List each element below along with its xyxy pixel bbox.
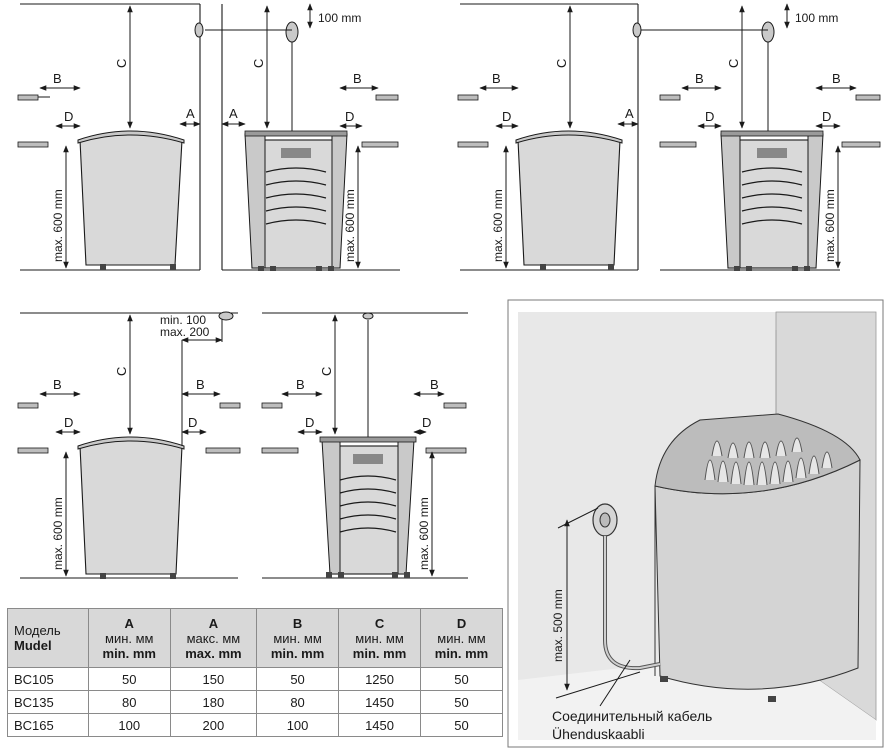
header-et: max. mm (185, 645, 242, 661)
dim-max500-label: max. 500 mm (551, 589, 565, 662)
header-ru: мин. мм (355, 630, 404, 646)
table-row: BC105 50 150 50 1250 50 (7, 667, 503, 691)
cell-a-min: 80 (87, 690, 171, 714)
dim-c-label: C (319, 367, 334, 376)
cell-a-min: 100 (87, 713, 171, 737)
header-et: min. mm (434, 645, 489, 661)
header-a-max: A макс. мм max. mm (169, 608, 258, 668)
dim-c-label: C (114, 367, 129, 376)
cell-a-max: 150 (169, 667, 258, 691)
cell-d-min: 50 (420, 667, 503, 691)
header-letter: B (292, 615, 303, 631)
header-d-min: D мин. мм min. mm (420, 608, 503, 668)
dim-min100-label: min. 100 (160, 313, 206, 327)
dim-d-label: D (188, 415, 197, 430)
dim-b-label: B (296, 377, 305, 392)
panel-wall-mount-left: C C 100 mm B D A A B D max. 600 mm max. … (17, 3, 400, 271)
perspective-illustration: max. 500 mm (507, 299, 884, 748)
cell-c-min: 1450 (338, 713, 422, 737)
dim-d-label: D (422, 415, 431, 430)
panel-corner-right: C C 100 mm B D A B D B D max. 600 mm max… (457, 3, 881, 271)
dim-a-label: A (625, 106, 634, 121)
cell-model: BC165 (7, 713, 89, 737)
header-ru: мин. мм (273, 630, 322, 646)
header-letter: D (456, 615, 467, 631)
dim-d-label: D (64, 109, 73, 124)
dim-100mm-label: 100 mm (795, 11, 838, 25)
dim-a-label: A (229, 106, 238, 121)
header-et: min. mm (270, 645, 325, 661)
header-b-min: B мин. мм min. mm (256, 608, 340, 668)
cell-model: BC135 (7, 690, 89, 714)
dim-b-label: B (492, 71, 501, 86)
dim-d-label: D (705, 109, 714, 124)
dim-c-label: C (726, 59, 741, 68)
dim-c-label: C (251, 59, 266, 68)
dim-b-label: B (353, 71, 362, 86)
header-ru: мин. мм (105, 630, 154, 646)
dim-b-label: B (695, 71, 704, 86)
dim-b-label: B (832, 71, 841, 86)
header-model-ru: Модель (14, 623, 61, 638)
dim-max600-label: max. 600 mm (823, 189, 837, 262)
dim-d-label: D (345, 109, 354, 124)
header-et: min. mm (352, 645, 407, 661)
header-ru: мин. мм (437, 630, 486, 646)
dim-a-label: A (186, 106, 195, 121)
dim-max600-label: max. 600 mm (343, 189, 357, 262)
cell-b-min: 50 (256, 667, 340, 691)
cable-caption-ru: Соединительный кабель (552, 708, 713, 724)
table-row: BC165 100 200 100 1450 50 (7, 713, 503, 737)
panel-freestanding: min. 100 max. 200 C C B D B D B D B D ma… (17, 311, 468, 579)
dim-100mm-label: 100 mm (318, 11, 361, 25)
header-a-min: A мин. мм min. mm (87, 608, 171, 668)
header-ru: макс. мм (186, 630, 241, 646)
header-model: Модель Mudel (7, 608, 89, 668)
cell-b-min: 100 (256, 713, 340, 737)
dim-b-label: B (196, 377, 205, 392)
cell-d-min: 50 (420, 690, 503, 714)
dim-b-label: B (53, 377, 62, 392)
dim-max600-label: max. 600 mm (491, 189, 505, 262)
table-header-row: Модель Mudel A мин. мм min. mm A макс. м… (7, 608, 503, 668)
cell-a-max: 180 (169, 690, 258, 714)
cell-a-max: 200 (169, 713, 258, 737)
cell-model: BC105 (7, 667, 89, 691)
cell-c-min: 1450 (338, 690, 422, 714)
dim-max200-label: max. 200 (160, 325, 210, 339)
header-letter: C (374, 615, 385, 631)
dim-max600-label: max. 600 mm (417, 497, 431, 570)
cable-caption-et: Ühenduskaabli (552, 726, 645, 742)
cell-a-min: 50 (87, 667, 171, 691)
dim-d-label: D (305, 415, 314, 430)
header-letter: A (124, 615, 134, 631)
header-letter: A (208, 615, 219, 631)
cell-d-min: 50 (420, 713, 503, 737)
dim-b-label: B (430, 377, 439, 392)
dim-max600-label: max. 600 mm (51, 189, 65, 262)
dim-c-label: C (114, 59, 129, 68)
header-model-et: Mudel (14, 638, 52, 653)
dim-max600-label: max. 600 mm (51, 497, 65, 570)
header-et: min. mm (102, 645, 156, 661)
clearance-table: Модель Mudel A мин. мм min. mm A макс. м… (7, 608, 503, 737)
dim-c-label: C (554, 59, 569, 68)
dim-b-label: B (53, 71, 62, 86)
dim-d-label: D (502, 109, 511, 124)
header-c-min: C мин. мм min. mm (338, 608, 422, 668)
dim-d-label: D (822, 109, 831, 124)
cell-b-min: 80 (256, 690, 340, 714)
cell-c-min: 1250 (338, 667, 422, 691)
dim-d-label: D (64, 415, 73, 430)
table-row: BC135 80 180 80 1450 50 (7, 690, 503, 714)
